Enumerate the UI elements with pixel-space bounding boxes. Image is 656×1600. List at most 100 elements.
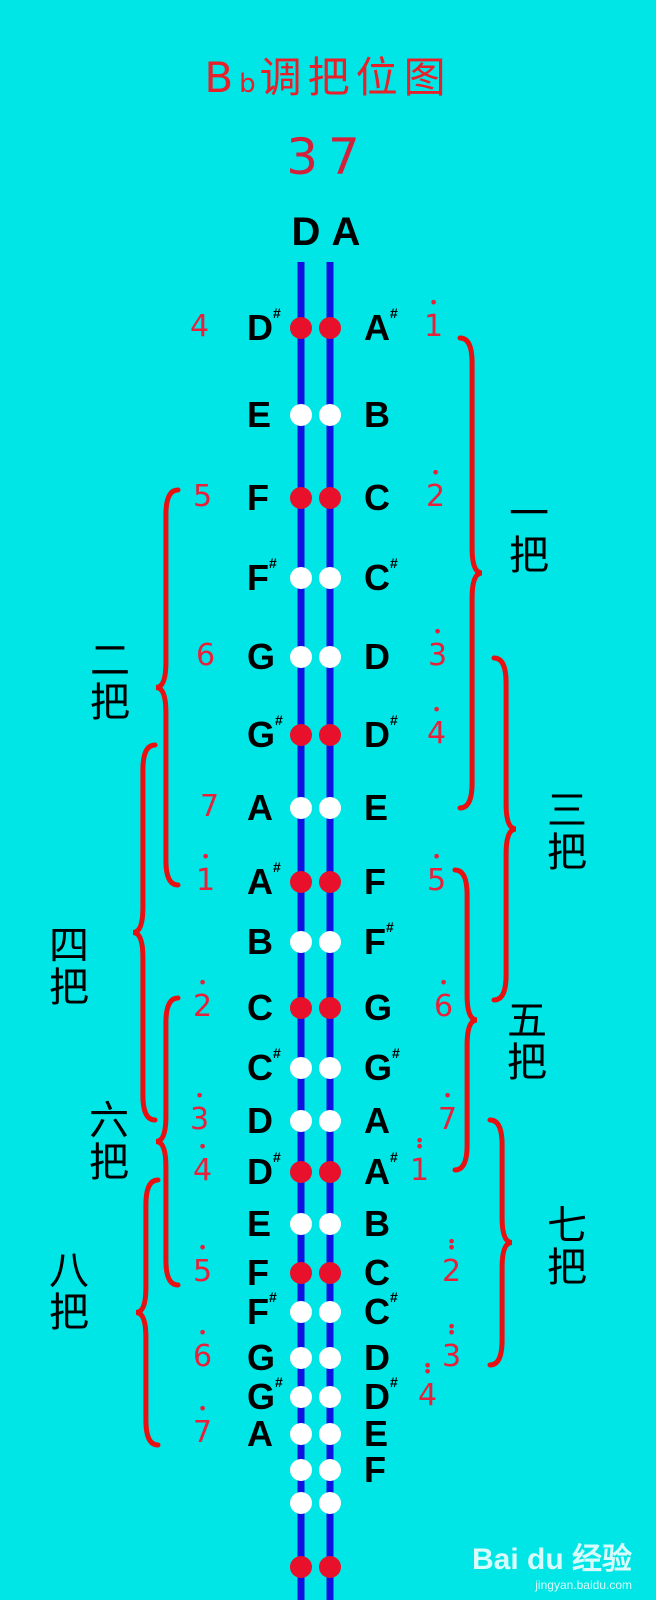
finger-dot-d <box>290 797 312 819</box>
note-left-letter: G <box>247 1337 276 1378</box>
note-right: D <box>364 1340 390 1376</box>
octave-dots: • <box>428 293 439 312</box>
position-label-char: 二 <box>90 638 130 684</box>
jianpu-digit: 2 <box>442 1254 462 1289</box>
note-left: A <box>247 790 273 826</box>
note-left: F <box>247 1255 269 1291</box>
finger-dot-d <box>290 1262 312 1284</box>
jianpu-digit: 4 <box>190 309 210 344</box>
octave-dots: • <box>194 1086 205 1105</box>
jianpu-digit: 4 <box>193 1153 213 1188</box>
note-left: D <box>247 1103 273 1139</box>
jianpu-digit: 4 <box>418 1378 438 1413</box>
note-right-letter: E <box>364 1413 389 1454</box>
note-left: C <box>247 990 273 1026</box>
jianpu-digit: 6 <box>196 638 216 673</box>
sharp-sign: # <box>390 1289 398 1305</box>
jianpu-digit: 3 <box>190 1102 210 1137</box>
position-brace <box>491 655 517 1003</box>
note-right: C# <box>364 1290 398 1330</box>
note-left: G# <box>247 713 283 753</box>
note-left-letter: A <box>247 787 273 828</box>
note-left-letter: F <box>247 1291 269 1332</box>
sharp-sign: # <box>275 1374 283 1390</box>
octave-dots: •• <box>414 1131 425 1156</box>
jianpu-digit: 1 <box>196 863 216 898</box>
jianpu-number: 5• <box>427 849 447 898</box>
note-right: E <box>364 1416 388 1452</box>
note-left-letter: G <box>247 636 276 677</box>
note-left-letter: D <box>247 1151 273 1192</box>
note-left-letter: B <box>247 921 273 962</box>
finger-dot-d <box>290 1347 312 1369</box>
jianpu-digit: 5 <box>427 863 447 898</box>
finger-dot-a <box>319 1213 341 1235</box>
note-right: E <box>364 790 388 826</box>
finger-dot-d <box>290 1301 312 1323</box>
jianpu-digit: 7 <box>200 789 220 824</box>
note-right: A# <box>364 1150 398 1190</box>
note-left: G# <box>247 1375 283 1415</box>
position-brace <box>487 1117 513 1368</box>
finger-dot-d <box>290 1057 312 1079</box>
sharp-sign: # <box>269 1289 277 1305</box>
note-left-letter: D <box>247 1100 273 1141</box>
note-right: D# <box>364 1375 398 1415</box>
note-right-letter: G <box>364 1047 393 1088</box>
octave-dots: • <box>200 847 211 866</box>
position-label: 七把 <box>545 1205 589 1289</box>
finger-dot-a <box>319 1556 341 1578</box>
jianpu-number: 4• <box>193 1139 213 1188</box>
finger-dot-d <box>290 487 312 509</box>
note-left-letter: A <box>247 861 273 902</box>
jianpu-digit: 5 <box>193 479 213 514</box>
note-right: D <box>364 639 390 675</box>
note-left-letter: A <box>247 1413 273 1454</box>
octave-dots: • <box>197 973 208 992</box>
octave-dots: • <box>442 1086 453 1105</box>
finger-dot-d <box>290 646 312 668</box>
finger-dot-a <box>319 724 341 746</box>
octave-dots: • <box>430 463 441 482</box>
sharp-sign: # <box>273 1149 281 1165</box>
jianpu-digit: 3 <box>428 638 448 673</box>
note-left: E <box>247 1206 271 1242</box>
jianpu-number: 5 <box>193 482 212 512</box>
position-label-char: 五 <box>507 998 547 1044</box>
jianpu-number: 3•• <box>442 1319 461 1372</box>
note-left-letter: F <box>247 477 269 518</box>
finger-dot-d <box>290 1459 312 1481</box>
note-left: D# <box>247 306 281 346</box>
finger-dot-a <box>319 1386 341 1408</box>
jianpu-digit: 6 <box>434 989 454 1024</box>
finger-dot-a <box>319 487 341 509</box>
finger-dot-a <box>319 1301 341 1323</box>
note-right-letter: F <box>364 921 386 962</box>
octave-dots: • <box>431 847 442 866</box>
title-b: B <box>204 53 240 102</box>
jianpu-number: 7 <box>200 792 219 822</box>
note-left-letter: C <box>247 987 273 1028</box>
note-right: B <box>364 1206 390 1242</box>
note-right-letter: A <box>364 307 390 348</box>
position-label: 五把 <box>505 1000 549 1084</box>
finger-dot-a <box>319 1057 341 1079</box>
jianpu-number: 6 <box>196 641 215 671</box>
finger-dot-a <box>319 317 341 339</box>
sharp-sign: # <box>386 919 394 935</box>
jianpu-digit: 2 <box>193 989 213 1024</box>
octave-dots: •• <box>446 1232 457 1257</box>
jianpu-digit: 6 <box>193 1339 213 1374</box>
note-right: C <box>364 480 390 516</box>
note-left: F# <box>247 1290 277 1332</box>
sharp-sign: # <box>390 305 398 321</box>
octave-dots: • <box>197 1137 208 1156</box>
note-left: C# <box>247 1046 281 1086</box>
sharp-sign: # <box>390 555 398 571</box>
page-title: Bb调把位图 <box>0 44 656 105</box>
position-brace <box>452 867 478 1173</box>
jianpu-number: 3• <box>190 1088 210 1137</box>
title-flat: b <box>239 69 260 99</box>
